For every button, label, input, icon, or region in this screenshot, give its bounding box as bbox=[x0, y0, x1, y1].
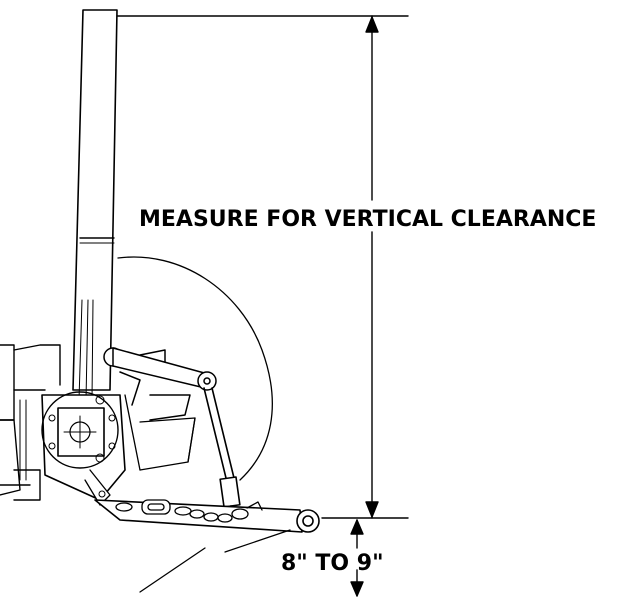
gap-arrowhead-down bbox=[350, 581, 364, 597]
upper-link-arm bbox=[103, 347, 217, 421]
lower-gap-label: 8" TO 9" bbox=[281, 551, 384, 576]
lower-lift-arm bbox=[94, 499, 320, 533]
vertical-clearance-label: MEASURE FOR VERTICAL CLEARANCE bbox=[139, 207, 596, 232]
upright-post bbox=[72, 9, 118, 401]
arrowhead-bottom bbox=[365, 501, 379, 518]
gap-arrowhead-up bbox=[350, 519, 364, 535]
rear-frame bbox=[124, 394, 196, 471]
swing-arc bbox=[117, 256, 273, 593]
arrowhead-top bbox=[365, 16, 379, 33]
check-chain bbox=[115, 499, 263, 523]
stabilizer-rod bbox=[203, 387, 241, 515]
lower-gap-dimension bbox=[350, 519, 364, 597]
tractor-body bbox=[0, 344, 61, 501]
vertical-clearance-dimension bbox=[116, 15, 409, 519]
leader-line bbox=[224, 529, 291, 553]
hitch-bracket bbox=[41, 391, 126, 506]
